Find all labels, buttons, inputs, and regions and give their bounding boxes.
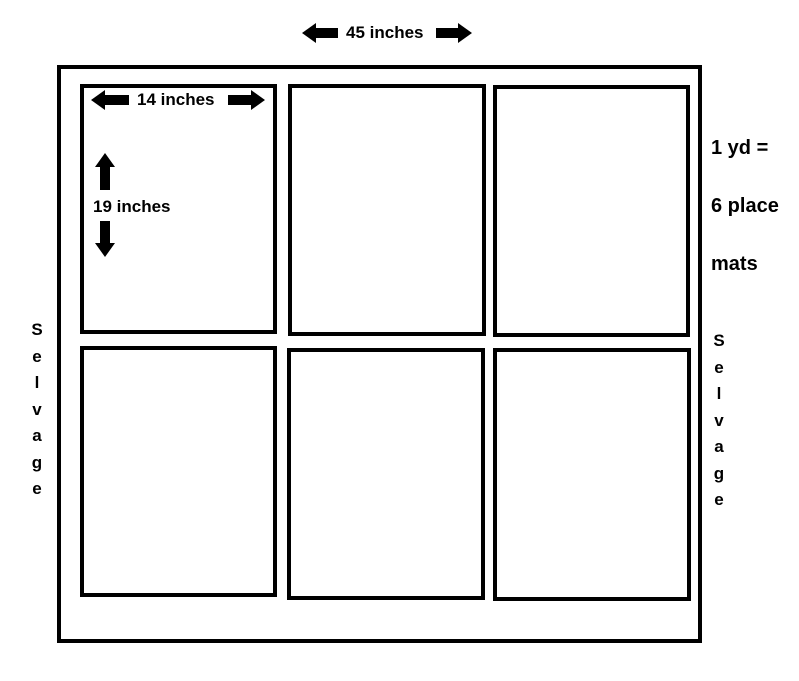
selvage-left-letter: e <box>32 346 42 366</box>
selvage-right-letter: a <box>714 437 724 456</box>
selvage-right-letter: e <box>714 357 724 377</box>
selvage-right-letter: S <box>713 331 725 350</box>
selvage-left-letter: g <box>31 452 43 472</box>
selvage-right-letter: g <box>713 463 725 483</box>
mat-width-right-arrow <box>228 90 265 110</box>
selvage-right-label: S e l v a g e <box>709 328 729 514</box>
yardage-note: 1 yd = 6 place mats <box>711 105 779 308</box>
selvage-left-label: S e l v a g e <box>27 317 47 503</box>
place-mat-4 <box>80 346 277 597</box>
selvage-left-letter: e <box>32 479 42 498</box>
yardage-note-line-3: mats <box>711 253 758 275</box>
mat-height-up-arrow <box>95 153 115 190</box>
yardage-note-line-2: 6 place <box>711 195 779 217</box>
fabric-width-right-arrow <box>436 23 472 43</box>
mat-width-left-arrow <box>91 90 129 110</box>
selvage-left-letter: l <box>34 373 40 392</box>
selvage-right-letter: v <box>714 410 724 430</box>
place-mat-1 <box>80 84 277 334</box>
selvage-right-letter: l <box>716 384 722 403</box>
selvage-left-letter: S <box>31 320 43 339</box>
selvage-left-letter: a <box>32 426 42 445</box>
mat-height-down-arrow <box>95 221 115 257</box>
yardage-note-line-1: 1 yd = <box>711 137 769 159</box>
mat-width-label: 14 inches <box>137 90 215 109</box>
selvage-right-letter: e <box>714 490 724 509</box>
fabric-width-left-arrow <box>302 23 338 43</box>
fabric-width-label: 45 inches <box>346 23 424 42</box>
place-mat-2 <box>288 84 486 336</box>
selvage-left-letter: v <box>32 399 42 419</box>
place-mat-6 <box>493 348 691 601</box>
place-mat-3 <box>493 85 690 337</box>
mat-height-label: 19 inches <box>93 197 171 216</box>
place-mat-5 <box>287 348 485 600</box>
